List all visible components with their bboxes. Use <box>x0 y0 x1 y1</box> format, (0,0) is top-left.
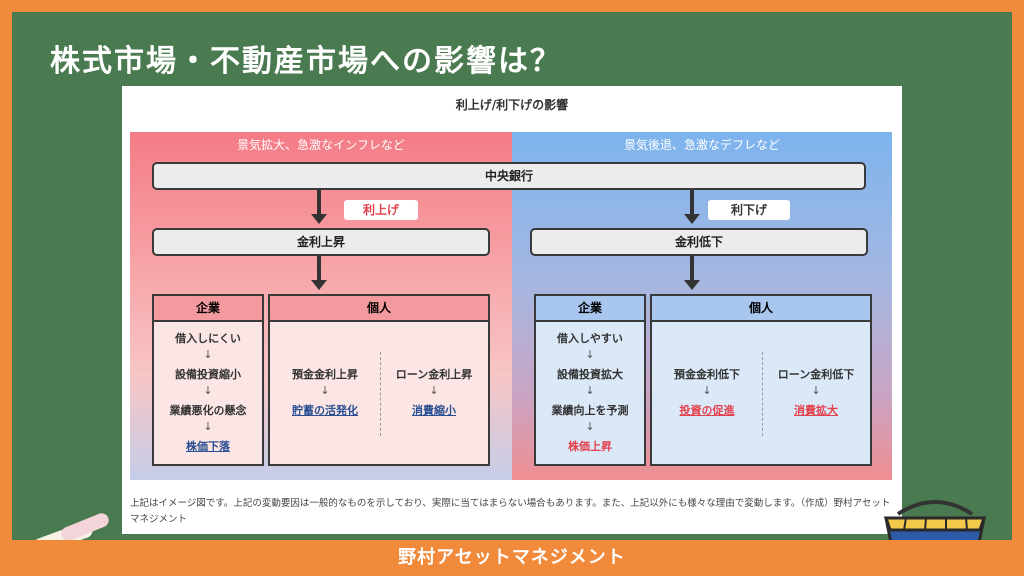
divider <box>380 352 381 436</box>
down-arrow-icon: ↓ <box>585 420 595 433</box>
rate-hike-tag: 利上げ <box>344 200 418 220</box>
individual-card-left: 個人 預金金利上昇 ↓ 貯蓄の活発化 ローン金利上昇 ↓ 消費縮小 <box>268 294 490 466</box>
individual-result-2: 消費縮小 <box>412 404 456 417</box>
divider <box>762 352 763 436</box>
down-arrow-icon: ↓ <box>702 384 712 397</box>
arrow-down-icon <box>311 188 327 224</box>
company-card-right: 企業 借入しやすい ↓ 設備投資拡大 ↓ 業績向上を予測 ↓ 株価上昇 <box>534 294 646 466</box>
arrow-down-icon <box>311 256 327 290</box>
company-result: 株価上昇 <box>568 440 612 453</box>
down-arrow-icon: ↓ <box>203 348 213 361</box>
page-title: 株式市場・不動産市場への影響は？ <box>50 44 562 79</box>
individual-card-title: 個人 <box>652 296 870 322</box>
company-line-2: 設備投資拡大 <box>557 368 623 381</box>
down-arrow-icon: ↓ <box>203 420 213 433</box>
arrow-down-icon <box>684 256 700 290</box>
rate-cut-tag: 利下げ <box>708 200 790 220</box>
rate-rise-box: 金利上昇 <box>152 228 490 256</box>
down-arrow-icon: ↓ <box>585 384 595 397</box>
down-arrow-icon: ↓ <box>811 384 821 397</box>
company-card-left: 企業 借入しにくい ↓ 設備投資縮小 ↓ 業績悪化の懸念 ↓ 株価下落 <box>152 294 264 466</box>
down-arrow-icon: ↓ <box>320 384 330 397</box>
individual-card-right: 個人 預金金利低下 ↓ 投資の促進 ローン金利低下 ↓ 消費拡大 <box>650 294 872 466</box>
individual-result-1: 貯蓄の活発化 <box>292 404 358 417</box>
rate-cut-section: 景気後退、急激なデフレなど 利下げ 金利低下 企業 借入しやすい ↓ 設備投資拡… <box>512 132 892 480</box>
individual-line-1: 預金金利上昇 <box>292 368 358 381</box>
rate-fall-box: 金利低下 <box>530 228 868 256</box>
company-line-3: 業績向上を予測 <box>551 404 629 417</box>
diagram-panel: 利上げ/利下げの影響 景気拡大、急激なインフレなど 利上げ 金利上昇 企業 借入… <box>122 86 902 534</box>
company-line-3: 業績悪化の懸念 <box>169 404 247 417</box>
company-card-title: 企業 <box>536 296 644 322</box>
down-arrow-icon: ↓ <box>203 384 213 397</box>
individual-line-1: 預金金利低下 <box>674 368 740 381</box>
left-header: 景気拡大、急激なインフレなど <box>237 138 405 152</box>
down-arrow-icon: ↓ <box>429 384 439 397</box>
footer-brand: 野村アセットマネジメント <box>0 540 1024 576</box>
rate-hike-section: 景気拡大、急激なインフレなど 利上げ 金利上昇 企業 借入しにくい ↓ 設備投資… <box>130 132 512 480</box>
footnote: 上記はイメージ図です。上記の変動要因は一般的なものを示しており、実際に当てはまら… <box>130 498 891 525</box>
arrow-down-icon <box>684 188 700 224</box>
individual-card-title: 個人 <box>270 296 488 322</box>
central-bank-box: 中央銀行 <box>152 162 866 190</box>
individual-line-2: ローン金利上昇 <box>395 368 473 381</box>
company-line-2: 設備投資縮小 <box>175 368 241 381</box>
company-line-1: 借入しやすい <box>557 332 623 345</box>
company-result: 株価下落 <box>186 440 230 453</box>
down-arrow-icon: ↓ <box>585 348 595 361</box>
individual-result-2: 消費拡大 <box>794 404 838 417</box>
individual-line-2: ローン金利低下 <box>777 368 855 381</box>
company-line-1: 借入しにくい <box>175 332 241 345</box>
diagram-title: 利上げ/利下げの影響 <box>455 98 569 112</box>
individual-result-1: 投資の促進 <box>679 404 735 417</box>
right-header: 景気後退、急激なデフレなど <box>623 138 780 152</box>
company-card-title: 企業 <box>154 296 262 322</box>
